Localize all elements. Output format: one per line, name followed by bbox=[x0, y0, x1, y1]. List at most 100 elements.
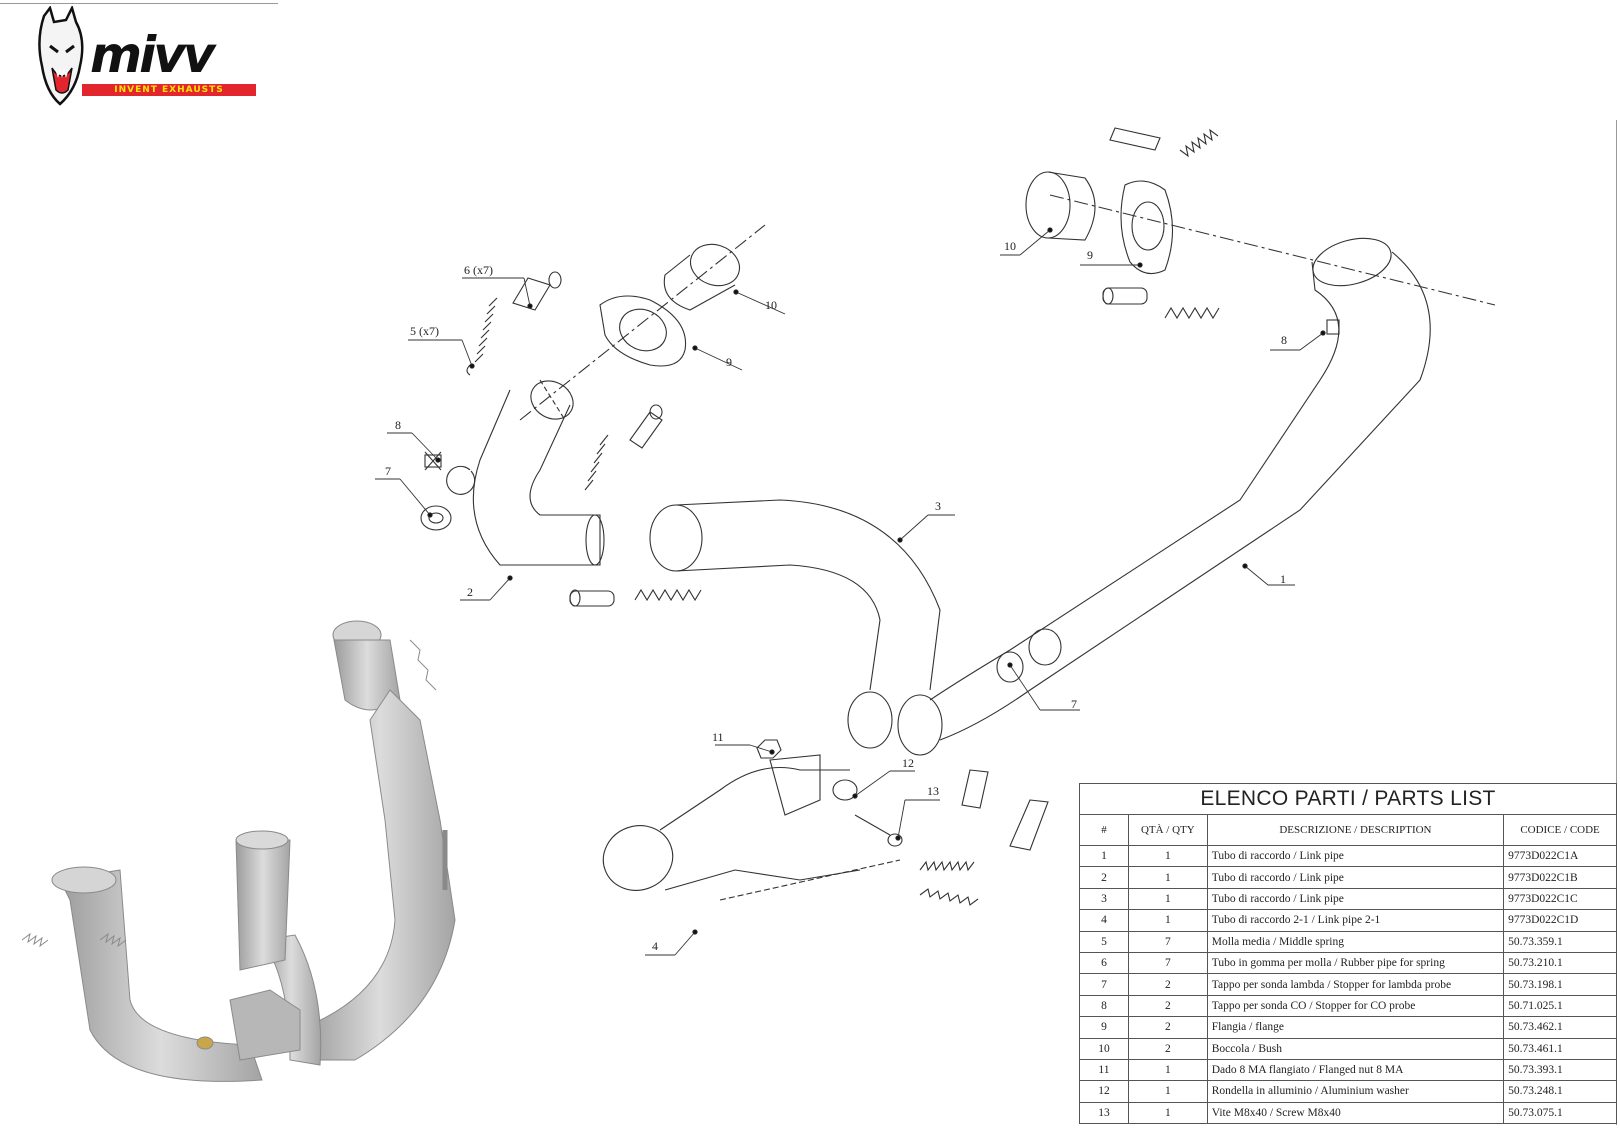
part-code: 9773D022C1C bbox=[1503, 887, 1617, 911]
bush-10b-drawing bbox=[1025, 171, 1096, 241]
part-number: 3 bbox=[1079, 887, 1129, 911]
part-number: 10 bbox=[1079, 1037, 1129, 1060]
centerline-upper-left bbox=[519, 224, 766, 421]
spring-mid-drawing bbox=[584, 434, 609, 491]
spring-top-drawing bbox=[1179, 128, 1219, 158]
part-description: Flangia / flange bbox=[1206, 1016, 1505, 1039]
header-code: CODICE / CODE bbox=[1503, 814, 1617, 846]
part-number: 11 bbox=[1079, 1058, 1129, 1082]
callout-2: 2 bbox=[467, 585, 473, 599]
stopper-8b-drawing bbox=[1326, 319, 1340, 335]
header-number: # bbox=[1079, 814, 1129, 846]
callout-9b: 9 bbox=[1087, 248, 1093, 262]
callout-5: 5 (x7) bbox=[410, 324, 439, 338]
part-number: 8 bbox=[1079, 994, 1129, 1018]
part-qty: 1 bbox=[1127, 1080, 1208, 1103]
frame-right-line bbox=[1616, 120, 1617, 1125]
flange-9a-drawing bbox=[599, 295, 687, 367]
brand-wordmark: mivv bbox=[90, 26, 215, 84]
part-description: Molla media / Middle spring bbox=[1206, 930, 1505, 953]
callout-4: 4 bbox=[652, 939, 658, 953]
part-description: Tubo di raccordo / Link pipe bbox=[1206, 866, 1505, 889]
part-qty: 7 bbox=[1127, 951, 1208, 975]
header-description: DESCRIZIONE / DESCRIPTION bbox=[1206, 814, 1505, 846]
part-code: 50.73.210.1 bbox=[1503, 951, 1617, 975]
callout-9a: 9 bbox=[726, 355, 732, 369]
spring-5-drawing bbox=[466, 297, 498, 376]
part-description: Tappo per sonda CO / Stopper for CO prob… bbox=[1206, 994, 1505, 1018]
callout-1: 1 bbox=[1280, 572, 1286, 586]
callout-13: 13 bbox=[927, 784, 939, 798]
callout-7a: 7 bbox=[385, 464, 391, 478]
parts-list-title: ELENCO PARTI / PARTS LIST bbox=[1079, 783, 1617, 815]
part-number: 9 bbox=[1079, 1016, 1129, 1039]
part-code: 9773D022C1B bbox=[1503, 866, 1617, 889]
pipe-1-drawing bbox=[897, 237, 1431, 756]
brand-tagline: INVENT EXHAUSTS bbox=[82, 84, 256, 96]
part-code: 50.73.198.1 bbox=[1503, 973, 1617, 996]
frame-top-line bbox=[0, 3, 278, 4]
part-code: 50.73.248.1 bbox=[1503, 1080, 1617, 1103]
part-description: Vite M8x40 / Screw M8x40 bbox=[1206, 1101, 1505, 1125]
pipe-3-drawing bbox=[649, 499, 941, 749]
rubber-pipes-lower-drawing bbox=[961, 769, 1049, 851]
screw-13-drawing bbox=[854, 814, 903, 847]
part-description: Rondella in alluminio / Aluminium washer bbox=[1206, 1080, 1505, 1103]
pipe-4-drawing bbox=[602, 754, 901, 901]
callout-8a: 8 bbox=[395, 418, 401, 432]
brand-logo: mivv INVENT EXHAUSTS bbox=[36, 6, 256, 110]
part-qty: 2 bbox=[1127, 973, 1208, 996]
part-code: 50.73.462.1 bbox=[1503, 1016, 1617, 1039]
leader-lines bbox=[375, 227, 1326, 956]
part-code: 50.71.025.1 bbox=[1503, 994, 1617, 1018]
rubber-pipe-right-drawing bbox=[1102, 287, 1148, 305]
part-number: 6 bbox=[1079, 951, 1129, 975]
bush-10a-drawing bbox=[663, 243, 741, 311]
callout-12: 12 bbox=[902, 756, 914, 770]
wolf-mascot-icon bbox=[38, 6, 84, 106]
part-qty: 2 bbox=[1127, 1016, 1208, 1039]
part-number: 1 bbox=[1079, 844, 1129, 868]
part-qty: 2 bbox=[1127, 994, 1208, 1018]
part-qty: 1 bbox=[1127, 909, 1208, 932]
rubber-pipe-top-drawing bbox=[1109, 127, 1161, 151]
part-qty: 1 bbox=[1127, 1101, 1208, 1125]
part-description: Dado 8 MA flangiato / Flanged nut 8 MA bbox=[1206, 1058, 1505, 1082]
flange-9b-drawing bbox=[1120, 180, 1174, 275]
part-code: 50.73.461.1 bbox=[1503, 1037, 1617, 1060]
rubber-pipe-low-drawing bbox=[569, 589, 615, 607]
part-qty: 1 bbox=[1127, 844, 1208, 868]
part-description: Tubo in gomma per molla / Rubber pipe fo… bbox=[1206, 951, 1505, 975]
part-qty: 1 bbox=[1127, 887, 1208, 911]
part-number: 5 bbox=[1079, 930, 1129, 953]
part-qty: 7 bbox=[1127, 930, 1208, 953]
callout-6: 6 (x7) bbox=[464, 263, 493, 277]
spring-right-drawing bbox=[1164, 306, 1220, 320]
header-qty: QTÀ / QTY bbox=[1127, 814, 1208, 846]
callout-10a: 10 bbox=[765, 298, 777, 312]
assembled-exhaust-render bbox=[21, 620, 456, 1082]
part-qty: 2 bbox=[1127, 1037, 1208, 1060]
stopper-7a-drawing bbox=[420, 505, 452, 531]
part-description: Boccola / Bush bbox=[1206, 1037, 1505, 1060]
part-number: 13 bbox=[1079, 1101, 1129, 1125]
spring-low-drawing bbox=[634, 588, 702, 602]
part-code: 50.73.359.1 bbox=[1503, 930, 1617, 953]
parts-list-header-row: # QTÀ / QTY DESCRIZIONE / DESCRIPTION CO… bbox=[1079, 814, 1617, 846]
nut-11-drawing bbox=[756, 739, 782, 759]
part-description: Tappo per sonda lambda / Stopper for lam… bbox=[1206, 973, 1505, 996]
callout-11: 11 bbox=[712, 730, 724, 744]
